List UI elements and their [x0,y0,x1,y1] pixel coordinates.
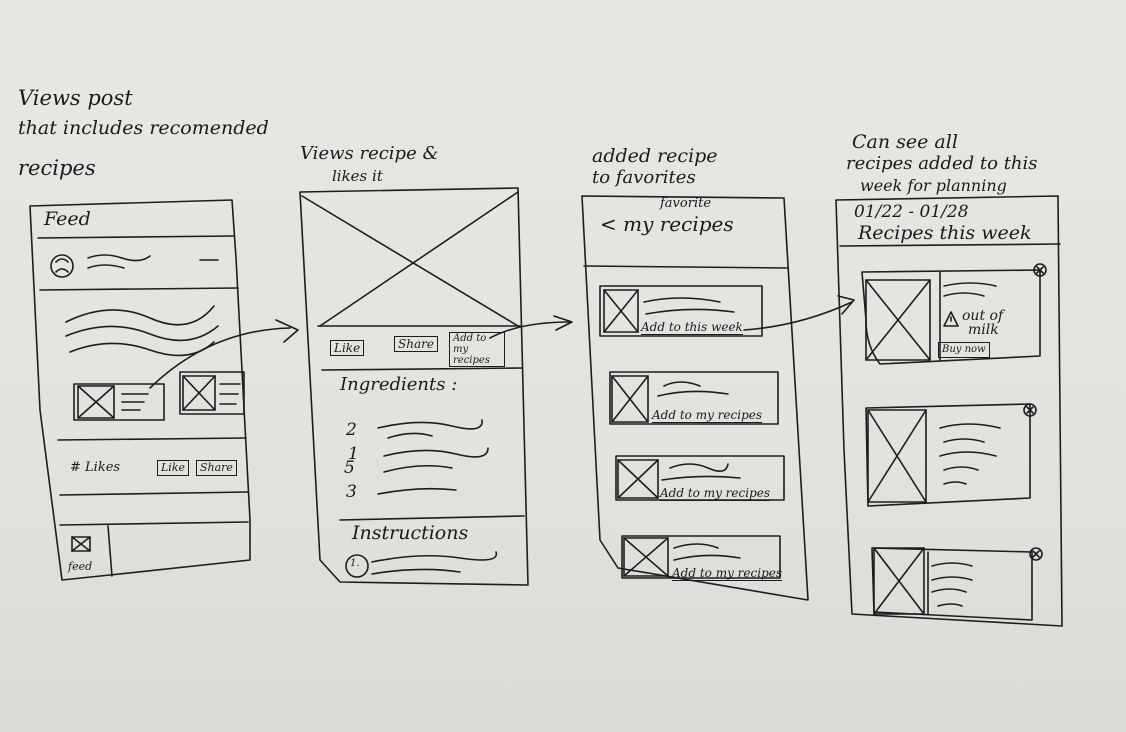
caption-1-line-3: recipes [18,156,96,180]
caption-3-line-2: to favorites [592,167,696,188]
share-button[interactable]: Share [196,460,237,476]
ingredient-number: 2 [346,420,357,440]
buy-now-button[interactable]: Buy now [938,342,990,358]
ingredient-number: 3 [346,482,357,502]
remove-icon [1023,403,1037,417]
instructions-heading: Instructions [352,522,469,544]
screen-feed-frame [29,199,251,581]
flow-arrow-3 [743,301,853,331]
warning-icon [943,311,959,327]
week-recipe-card-3 [871,547,1043,621]
step-number: 1. [350,558,360,569]
likes-count: # Likes [70,460,121,475]
feed-title: Feed [44,208,91,230]
caption-3-line-1: added recipe [592,145,718,167]
post-text-scribble [65,305,215,326]
add-to-my-recipes-button[interactable]: Add to my recipes [660,486,771,501]
like-button[interactable]: Like [330,340,365,356]
username-scribble [87,254,151,262]
recommended-recipe-card-1 [73,383,165,421]
favorite-card-1 [599,285,763,337]
avatar-glyph [55,258,69,273]
share-button[interactable]: Share [394,336,438,352]
caption-2-line-1: Views recipe & [300,143,439,164]
screen-this-week-frame [835,195,1063,627]
caption-4-line-2: recipes added to this [846,153,1038,174]
avatar-icon [50,254,74,278]
favorite-card-2 [609,371,779,425]
favorite-card-4 [621,535,781,579]
ingredients-heading: Ingredients : [340,374,458,395]
ingredient-scribble [377,419,483,430]
week-recipe-card-2 [865,403,1037,507]
caption-1-line-1: Views post [18,86,133,110]
favorites-overline: favorite [660,196,712,211]
ingredient-number: 5 [344,458,355,478]
like-button[interactable]: Like [157,460,189,476]
caption-2-line-2: likes it [332,167,383,185]
caption-4-line-1: Can see all [852,131,958,153]
caption-1-line-2: that includes recomended [18,117,269,139]
week-recipe-card-1 [861,263,1047,365]
alert-text-line-1: out of [962,308,1004,324]
flow-arrow-1 [149,327,291,389]
step-number-circle [345,554,369,578]
add-to-my-recipes-button[interactable]: Add to my recipes [449,332,505,367]
feed-nav-label[interactable]: feed [68,560,93,573]
screen-recipe-frame [299,187,529,586]
caption-4-line-3: week for planning [860,176,1007,195]
remove-icon [1033,263,1047,277]
remove-icon [1029,547,1043,561]
screen-favorites-frame [581,195,809,601]
alert-text-line-2: milk [968,322,999,338]
week-date-range: 01/22 - 01/28 [854,202,969,222]
ingredient-number: 1 [348,444,359,464]
add-to-my-recipes-button[interactable]: Add to my recipes [672,566,783,581]
my-recipes-title[interactable]: < my recipes [600,212,734,236]
recommended-recipe-card-2 [179,371,245,415]
recipes-this-week-title: Recipes this week [858,222,1032,244]
flow-arrow-2 [489,321,571,339]
add-to-this-week-button[interactable]: Add to this week [641,320,743,335]
feed-nav-icon [71,536,91,552]
add-to-my-recipes-button[interactable]: Add to my recipes [652,408,763,423]
